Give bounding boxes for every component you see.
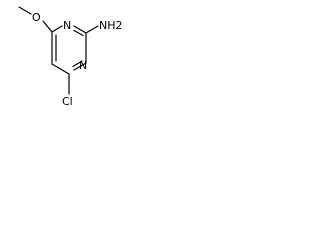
bond-n3-c2-inner (73, 29, 84, 37)
atom-labels: O N NH2 N Cl (32, 11, 123, 108)
molecule-diagram: O N NH2 N Cl (18, 6, 123, 108)
atom-label-nh2: NH2 (99, 19, 123, 32)
bonds (18, 6, 99, 95)
bond-o-c4 (42, 20, 53, 33)
bond-methyl-o (18, 6, 32, 15)
structure-canvas: O N NH2 N Cl (0, 0, 150, 150)
bond-c2-nh2 (85, 25, 99, 34)
atom-label-cl: Cl (62, 95, 73, 108)
atom-label-n3: N (63, 19, 71, 32)
bond-c6-c5 (51, 63, 70, 75)
atom-label-n1: N (79, 59, 87, 72)
atom-label-o: O (32, 11, 41, 24)
bond-n1-c6-inner (72, 60, 83, 68)
bond-n1-c6 (73, 62, 87, 71)
bond-c4-n3 (51, 25, 63, 33)
bond-n3-c2 (73, 25, 87, 34)
